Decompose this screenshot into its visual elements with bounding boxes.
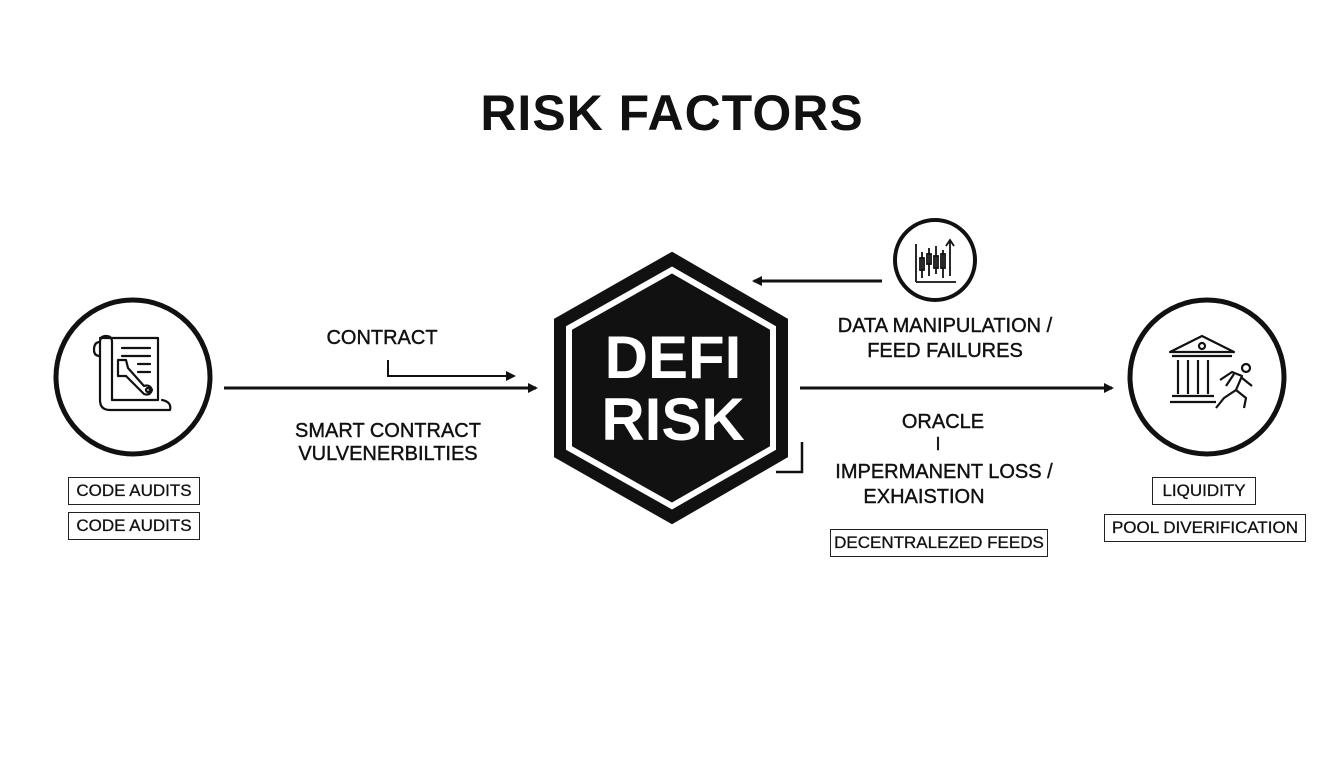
impermanent-loss-line1: IMPERMANENT LOSS / (835, 461, 1053, 483)
bank-running-person-icon (1168, 334, 1253, 409)
impermanent-loss-line2: EXHAISTION (863, 486, 985, 508)
candlestick-chart-icon (915, 238, 956, 283)
oracle-circle (893, 218, 977, 302)
hexagon-corner-bracket (776, 442, 804, 474)
pool-diversification-badge: POOL DIVERIFICATION (1104, 514, 1306, 542)
contract-sub-arrow (387, 360, 516, 381)
oracle-separator: I (935, 434, 941, 454)
hexagon-label-line2: RISK (601, 386, 745, 453)
code-audits-badge-1: CODE AUDITS (68, 477, 200, 505)
hexagon-label-line1: DEFI (604, 324, 742, 391)
contract-arrow-label: CONTRACT (326, 327, 438, 349)
contract-scroll-wrench-icon (92, 334, 172, 412)
liquidity-badge: LIQUIDITY (1152, 477, 1256, 505)
contract-circle (53, 297, 213, 457)
oracle-label: ORACLE (901, 411, 985, 433)
oracle-description-line1: DATA MANIPULATION / (837, 315, 1053, 337)
defi-risk-hexagon (554, 251, 788, 525)
decentralized-feeds-badge: DECENTRALEZED FEEDS (830, 529, 1048, 557)
smart-contract-line1: SMART CONTRACT (295, 420, 481, 442)
code-audits-badge-2: CODE AUDITS (68, 512, 200, 540)
page-title: RISK FACTORS (480, 85, 864, 141)
oracle-description-line2: FEED FAILURES (867, 340, 1023, 362)
smart-contract-line2: VULVENERBILTIES (298, 443, 478, 465)
